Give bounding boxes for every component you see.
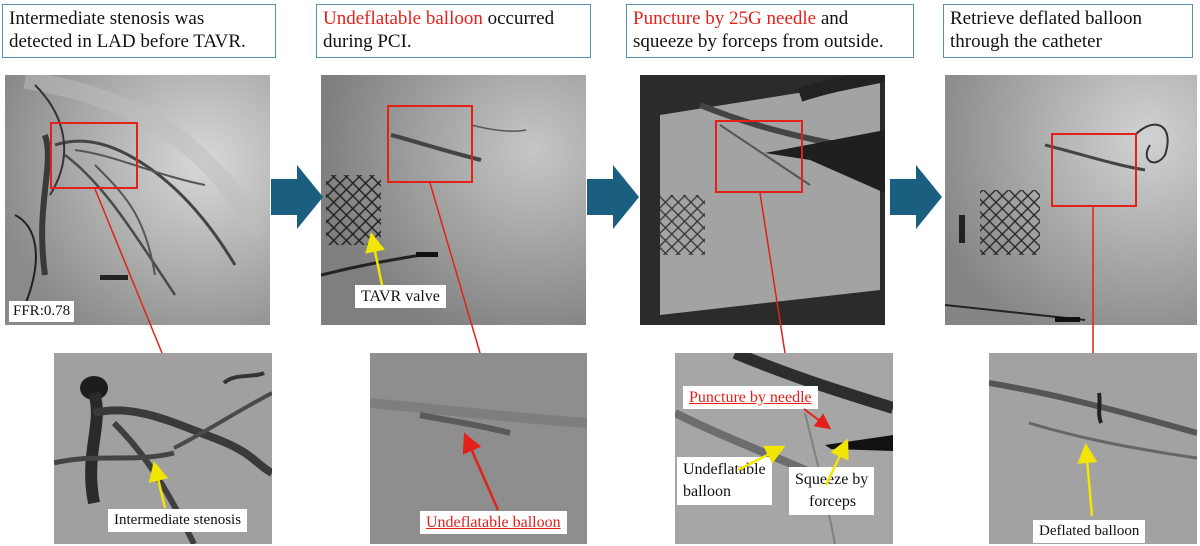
caption-2-text: occurred during PCI. [323,8,555,52]
caption-2-highlight: Undeflatable balloon [323,8,483,29]
balloon-roi-box [387,105,473,183]
angiogram-1-graphic [5,75,270,325]
zoom-panel-4: Deflated balloon [989,353,1197,544]
zoom-panel-1: Intermediate stenosis [54,353,272,544]
undeflatable-balloon-red-label: Undeflatable balloon [420,511,567,534]
undeflatable-balloon-line1: Undeflatable [683,461,766,478]
puncture-roi-box [715,120,803,193]
zoom-panel-2: Undeflatable balloon [370,353,587,544]
intermediate-stenosis-label: Intermediate stenosis [108,509,248,532]
flow-arrow-2 [587,165,639,229]
stenosis-roi-box [50,122,138,189]
squeeze-by-forceps-label: Squeeze by forceps [789,467,875,515]
caption-3-text: and squeeze by forceps from outside. [633,8,884,52]
caption-panel-1: Intermediate stenosis was detected in LA… [2,4,276,58]
undeflatable-balloon-label: Undeflatable balloon [677,457,772,505]
fluoroscopy-panel-3 [640,75,885,325]
caption-4-text: Retrieve deflated balloon through the ca… [950,8,1143,52]
caption-panel-3: Puncture by 25G needle and squeeze by fo… [626,4,914,58]
retrieval-roi-box [1051,133,1137,207]
deflated-balloon-label: Deflated balloon [1033,520,1146,543]
caption-3-highlight: Puncture by 25G needle [633,8,817,29]
angiogram-panel-2: TAVR valve [321,75,586,325]
fluoroscopy-panel-4 [945,75,1197,325]
fluoroscopy-3-graphic [640,75,885,325]
zoom-3-graphic [675,353,893,544]
caption-panel-4: Retrieve deflated balloon through the ca… [943,4,1193,58]
angiogram-panel-1: FFR:0.78 [5,75,270,325]
tavr-valve-label: TAVR valve [355,285,446,308]
squeeze-line1: Squeeze by [795,471,869,488]
puncture-by-needle-label: Puncture by needle [683,386,818,409]
zoom-panel-3: Puncture by needle Undeflatable balloon … [675,353,893,544]
zoom-4-graphic [989,353,1197,544]
squeeze-line2: forceps [809,493,857,510]
caption-panel-2: Undeflatable balloon occurred during PCI… [316,4,591,58]
flow-arrow-1 [271,165,323,229]
caption-1-text: Intermediate stenosis was detected in LA… [9,8,246,52]
undeflatable-balloon-line2: balloon [683,483,731,500]
fluoroscopy-4-graphic [945,75,1197,325]
flow-arrow-3 [890,165,942,229]
ffr-value-label: FFR:0.78 [9,301,75,322]
